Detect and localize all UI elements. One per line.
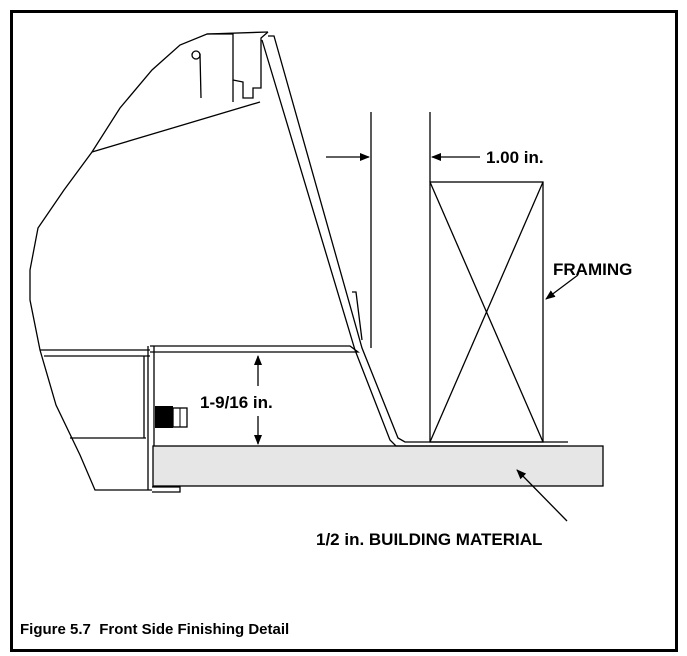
figure-caption: Figure 5.7 Front Side Finishing Detail bbox=[20, 621, 289, 638]
clearance-dimension bbox=[326, 112, 480, 348]
clearance-label: 1.00 in. bbox=[486, 148, 544, 167]
building-material-leader-arrow bbox=[516, 469, 568, 522]
connector-fitting bbox=[155, 406, 188, 428]
building-material-label: 1/2 in. BUILDING MATERIAL bbox=[316, 530, 542, 549]
framing-stud bbox=[429, 181, 544, 443]
building-material-slab bbox=[152, 445, 604, 487]
front-bracket bbox=[150, 35, 568, 447]
appliance-body bbox=[29, 31, 269, 493]
framing-leader-arrow bbox=[545, 274, 579, 300]
framing-label: FRAMING bbox=[553, 260, 632, 279]
gap-label: 1-9/16 in. bbox=[200, 393, 273, 412]
figure-frame bbox=[10, 10, 678, 652]
